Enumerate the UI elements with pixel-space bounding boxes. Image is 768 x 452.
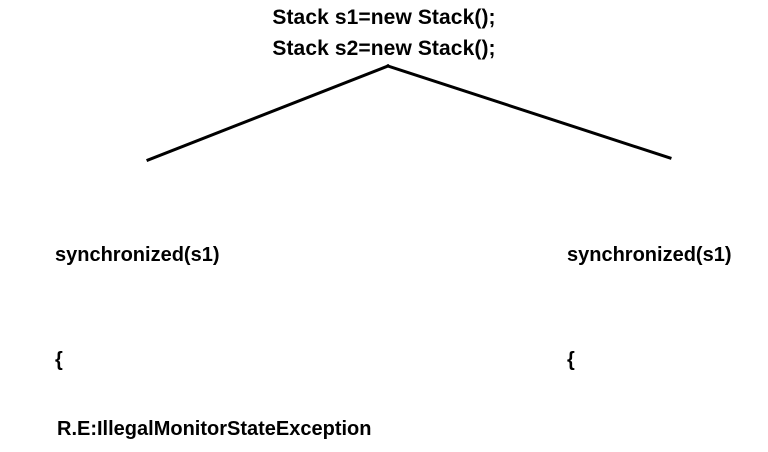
declaration-line-2: Stack s2=new Stack();	[272, 37, 496, 60]
left-synchronized-header: synchronized(s1)	[55, 244, 220, 266]
declaration-header: Stack s1=new Stack(); Stack s2=new Stack…	[0, 2, 768, 64]
connector-left-line	[146, 64, 390, 162]
code-block-right: synchronized(s1) { ;;;;;;;;; s1.wait(); …	[567, 168, 731, 452]
left-open-brace: {	[55, 349, 63, 371]
connector-right-line	[386, 64, 672, 160]
left-semicolons-top: ;;;;;;;;;	[55, 448, 219, 452]
declaration-line-1: Stack s1=new Stack();	[272, 6, 496, 29]
right-open-brace: {	[567, 349, 575, 371]
right-semicolons-top: ;;;;;;;;;	[567, 448, 731, 452]
right-synchronized-header: synchronized(s1)	[567, 244, 732, 266]
code-block-left: synchronized(s1) { ;;;;;;;;; s2.wait(); …	[55, 168, 219, 452]
runtime-exception-note: R.E:IllegalMonitorStateException	[57, 418, 372, 440]
